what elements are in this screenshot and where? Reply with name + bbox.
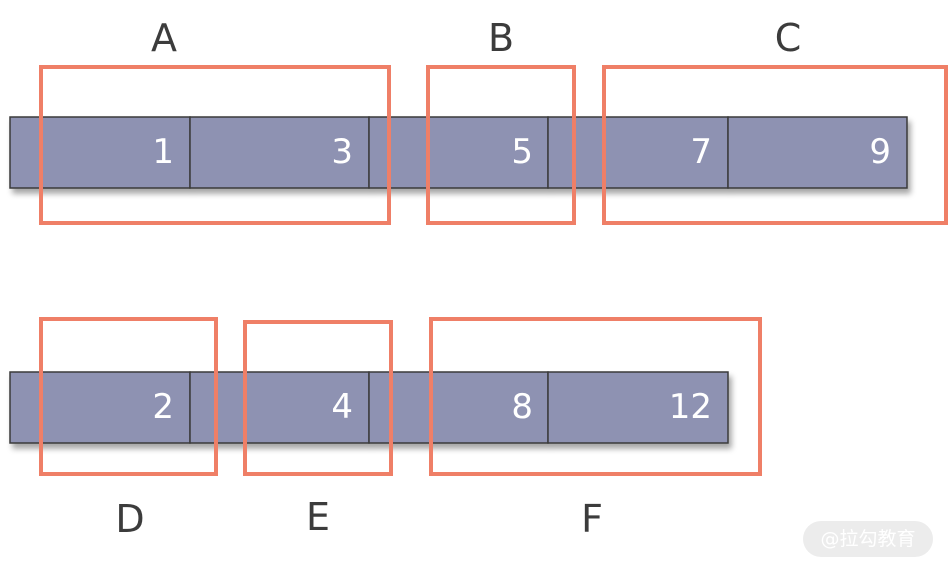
cell — [368, 116, 549, 189]
range-box — [39, 65, 391, 225]
range-box — [426, 65, 576, 225]
cell — [547, 371, 729, 444]
range-label: E — [306, 495, 330, 539]
range-box — [243, 320, 393, 476]
cell-value: 4 — [331, 387, 353, 427]
cell-value: 3 — [331, 132, 353, 172]
cell-value: 2 — [152, 387, 174, 427]
cell-value: 5 — [511, 132, 533, 172]
cell-value: 7 — [690, 132, 712, 172]
cell-value: 8 — [511, 387, 533, 427]
range-box — [602, 65, 948, 225]
range-label: D — [115, 497, 144, 541]
range-label: B — [488, 16, 514, 60]
range-label: A — [151, 16, 177, 60]
range-label: F — [581, 497, 603, 541]
cell — [547, 116, 729, 189]
cell — [727, 116, 908, 189]
range-label: C — [775, 16, 802, 60]
cell-value: 12 — [669, 387, 712, 427]
range-box — [39, 317, 218, 476]
top-sequence-bar — [9, 116, 908, 189]
range-box — [429, 317, 762, 476]
watermark-badge: @拉勾教育 — [803, 521, 933, 557]
bottom-sequence-bar — [9, 371, 729, 444]
cell-value: 1 — [152, 132, 174, 172]
cell-value: 9 — [869, 132, 891, 172]
cell — [189, 116, 370, 189]
